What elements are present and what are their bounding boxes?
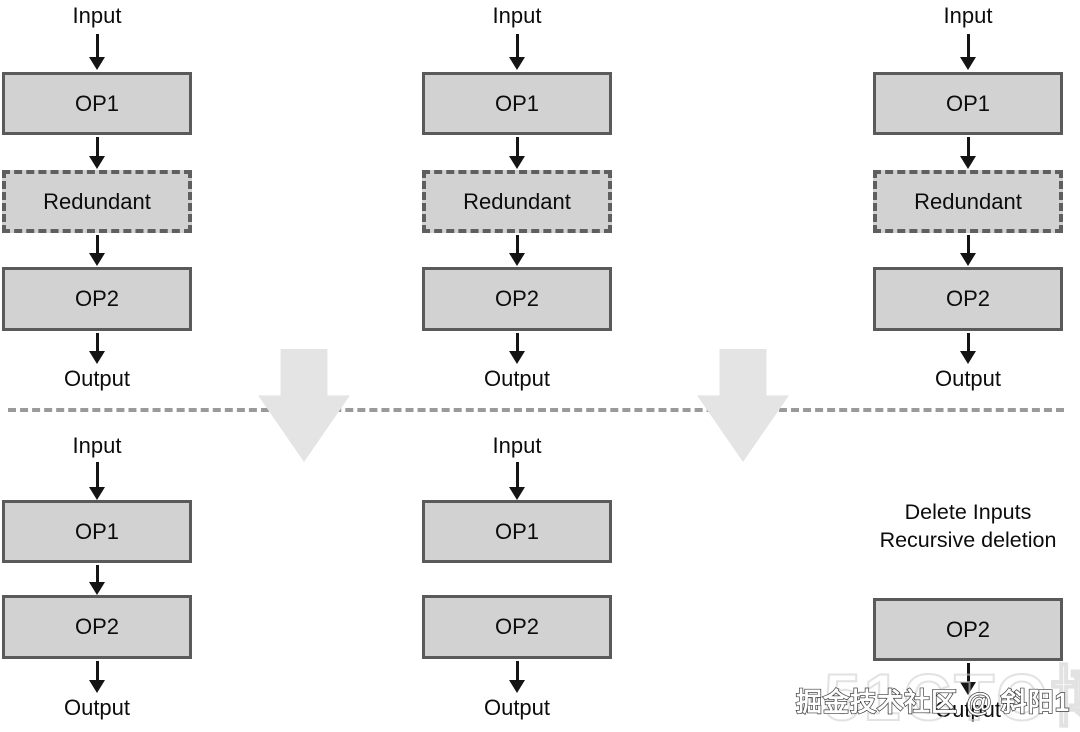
arrow-head (509, 487, 525, 500)
redundant-node: Redundant (873, 170, 1063, 233)
arrow-head (89, 156, 105, 169)
arrow-down-icon (422, 333, 612, 364)
deletion-note-line2: Recursive deletion (879, 528, 1057, 552)
redundant-node: Redundant (422, 170, 612, 233)
arrow-shaft (95, 661, 99, 680)
arrow-down-icon (2, 661, 192, 693)
arrow-head (89, 351, 105, 364)
arrow-down-icon (873, 235, 1063, 266)
arrow-shaft (966, 333, 970, 351)
section-divider-dashed-line (8, 408, 1064, 412)
arrow-shaft (95, 462, 99, 487)
arrow-head (509, 57, 525, 70)
arrow-shaft (95, 565, 99, 582)
arrow-head (960, 682, 976, 695)
arrow-shaft (95, 235, 99, 253)
output-label: Output (934, 697, 1002, 722)
arrow-head (89, 57, 105, 70)
op2-node: OP2 (422, 267, 612, 331)
output-label: Output (63, 366, 131, 391)
deletion-note: Delete Inputs Recursive deletion (853, 498, 1080, 554)
transform-down-arrow-icon (697, 349, 789, 462)
arrow-shaft (966, 235, 970, 253)
arrow-down-icon (422, 462, 612, 500)
arrow-head (509, 351, 525, 364)
arrow-head (960, 156, 976, 169)
op1-node: OP1 (422, 500, 612, 563)
arrow-down-icon (2, 235, 192, 266)
arrow-head (89, 487, 105, 500)
site-watermark: 掘金技术社区 @ 斜阳1 (795, 686, 1071, 717)
arrow-shaft (515, 462, 519, 487)
arrow-down-icon (873, 663, 1063, 695)
arrow-shaft (515, 661, 519, 680)
arrow-down-icon (2, 565, 192, 595)
arrow-shaft (966, 137, 970, 156)
arrow-down-icon (2, 462, 192, 500)
arrow-head (89, 582, 105, 595)
arrow-down-icon (873, 333, 1063, 364)
arrow-down-icon (422, 34, 612, 70)
output-label: Output (483, 366, 551, 391)
arrow-head (89, 253, 105, 266)
arrow-shaft (515, 235, 519, 253)
input-label: Input (72, 3, 122, 28)
arrow-head (960, 253, 976, 266)
arrow-head (960, 351, 976, 364)
arrow-head (509, 680, 525, 693)
arrow-down-icon (873, 34, 1063, 70)
op1-node: OP1 (422, 72, 612, 135)
input-label: Input (492, 3, 542, 28)
op2-node: OP2 (873, 267, 1063, 331)
op2-node: OP2 (2, 595, 192, 659)
background-watermark: 51CTO博客 (823, 659, 1080, 732)
flow-column-after-2: Input OP1 OP2 Output (422, 432, 612, 732)
flow-column-before-3: Input OP1 Redundant OP2 Output (873, 0, 1063, 395)
flow-column-before-2: Input OP1 Redundant OP2 Output (422, 0, 612, 395)
output-label: Output (483, 695, 551, 720)
flow-column-before-1: Input OP1 Redundant OP2 Output (2, 0, 192, 395)
arrow-down-icon (422, 137, 612, 169)
arrow-down-icon (2, 333, 192, 364)
arrow-shaft (95, 34, 99, 57)
transform-down-arrow-icon (258, 349, 350, 462)
op2-node: OP2 (2, 267, 192, 331)
redundant-node: Redundant (2, 170, 192, 233)
op1-node: OP1 (2, 500, 192, 563)
input-label: Input (492, 433, 542, 458)
arrow-shaft (95, 333, 99, 351)
op1-node: OP1 (2, 72, 192, 135)
arrow-down-icon (422, 661, 612, 693)
arrow-shaft (515, 34, 519, 57)
arrow-shaft (515, 137, 519, 156)
flow-column-after-3: Delete Inputs Recursive deletion OP2 Out… (873, 432, 1063, 732)
arrow-shaft (515, 333, 519, 351)
arrow-down-icon (2, 137, 192, 169)
input-label: Input (943, 3, 993, 28)
output-label: Output (63, 695, 131, 720)
arrow-head (89, 680, 105, 693)
deletion-note-line1: Delete Inputs (904, 500, 1032, 524)
arrow-head (509, 253, 525, 266)
flow-column-after-1: Input OP1 OP2 Output (2, 432, 192, 732)
arrow-shaft (95, 137, 99, 156)
input-label: Input (72, 433, 122, 458)
arrow-down-icon (873, 137, 1063, 169)
op2-node: OP2 (422, 595, 612, 659)
op2-node: OP2 (873, 598, 1063, 661)
op1-node: OP1 (873, 72, 1063, 135)
arrow-down-icon (2, 34, 192, 70)
arrow-head (509, 156, 525, 169)
arrow-down-icon (422, 235, 612, 266)
output-label: Output (934, 366, 1002, 391)
arrow-shaft (966, 34, 970, 57)
arrow-head (960, 57, 976, 70)
arrow-shaft (966, 663, 970, 682)
